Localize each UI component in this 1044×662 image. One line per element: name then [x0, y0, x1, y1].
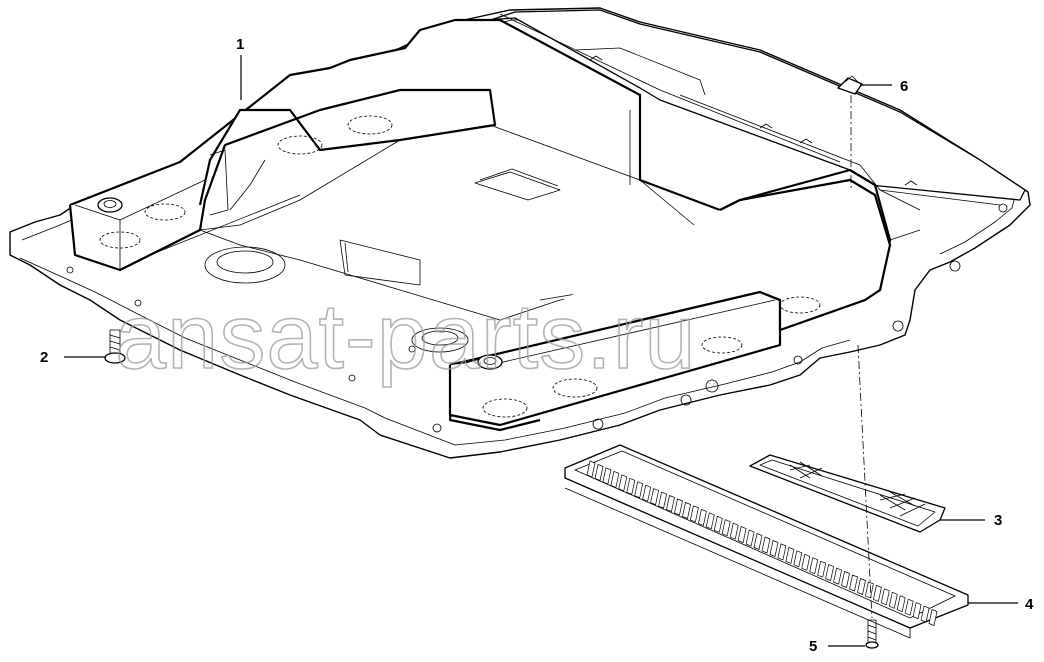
grille-slat: [785, 546, 795, 564]
grille-slats: [586, 460, 938, 626]
callout-label-5: 5: [809, 638, 817, 655]
callout-label-4: 4: [1025, 596, 1034, 613]
grille-slat: [737, 526, 747, 544]
grille-slat: [674, 498, 683, 516]
grille-slat: [745, 529, 755, 547]
grille-slat: [864, 581, 874, 599]
grille-slat: [705, 512, 715, 530]
grille-slat: [713, 515, 723, 533]
grille-slat: [769, 540, 779, 557]
grille-slat: [729, 522, 739, 540]
grille-slat: [825, 564, 835, 582]
screw-part-5: [865, 619, 879, 649]
grille-slat: [928, 609, 938, 626]
grille-slat: [753, 533, 763, 550]
grille-slat: [904, 598, 914, 616]
clip-part-6: [837, 75, 863, 95]
assembly-lines: [850, 95, 873, 619]
watermark: ansat-parts.ru: [115, 286, 697, 388]
grille-slat: [841, 571, 850, 588]
grille-slat: [912, 602, 922, 620]
grille-slat: [658, 491, 668, 509]
callout-label-3: 3: [994, 512, 1002, 529]
grille-slat: [642, 484, 652, 502]
callout-3: 3: [940, 512, 1002, 529]
grille-slat: [618, 474, 628, 492]
grille-slat: [872, 584, 882, 602]
grille-slat: [650, 488, 660, 506]
grille-slat: [761, 536, 771, 554]
grille-slat: [920, 605, 930, 623]
grille-slat: [594, 464, 604, 481]
grille-slat: [888, 591, 898, 609]
front-reinforcement: [448, 178, 892, 427]
callout-6: 6: [860, 78, 908, 95]
callout-label-2: 2: [40, 349, 48, 366]
filter-panel: [749, 454, 946, 533]
grille-slat: [857, 578, 866, 595]
grille-slat: [602, 467, 612, 485]
grille-slat: [809, 557, 819, 575]
grille-slat: [634, 481, 644, 499]
grille-slat: [721, 519, 731, 537]
grille-slat: [689, 505, 699, 523]
grille-slat: [833, 567, 843, 585]
grille-slat: [777, 543, 787, 561]
grille-vent: [564, 444, 969, 639]
grille-slat: [626, 477, 636, 495]
grille-slat: [849, 574, 858, 592]
callout-2: 2: [40, 349, 105, 366]
grille-slat: [880, 588, 890, 606]
grille-slat: [896, 595, 906, 613]
grille-slat: [801, 553, 811, 571]
grille-slat: [682, 502, 691, 519]
callout-5: 5: [809, 638, 865, 655]
callout-label-1: 1: [236, 36, 244, 53]
grille-slat: [697, 508, 707, 526]
callout-1: 1: [236, 36, 244, 100]
rear-right-section: [629, 99, 1001, 241]
bolt-part-2: [104, 329, 126, 364]
callout-4: 4: [968, 596, 1034, 613]
grille-slat: [610, 470, 620, 488]
callout-label-6: 6: [900, 78, 908, 95]
grille-slat: [817, 560, 827, 578]
grille-slat: [793, 550, 803, 568]
grille-slat: [586, 460, 596, 478]
grille-slat: [666, 495, 675, 512]
